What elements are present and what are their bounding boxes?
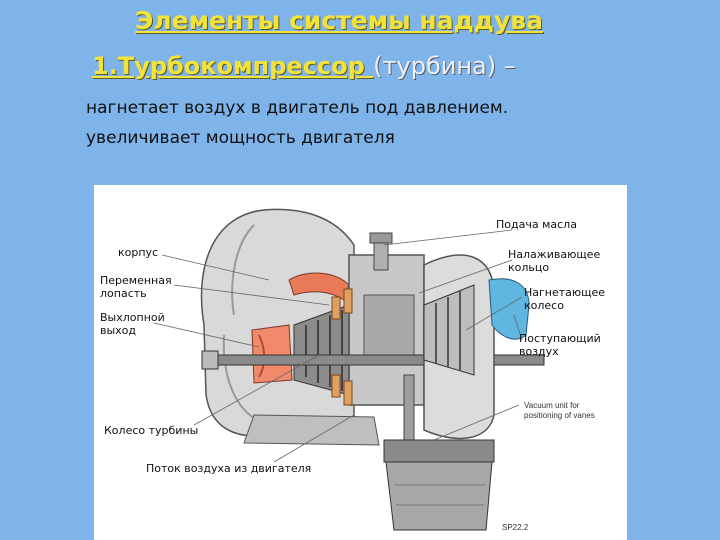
label-compressor-wheel: Нагнетающее колесо	[524, 286, 605, 312]
turbocharger-paren: (турбина) –	[373, 52, 516, 80]
label-turbine-wheel: Колесо турбины	[104, 424, 198, 437]
label-incoming-air: Поступающий воздух	[519, 332, 601, 358]
description-line-2: увеличивает мощность двигателя	[86, 128, 395, 148]
label-variable-vane: Переменная лопасть	[100, 274, 172, 300]
turbocharger-name: 1.Турбокомпрессор	[92, 52, 373, 80]
figure-code: SP22.2	[502, 523, 528, 533]
label-engine-airflow: Поток воздуха из двигателя	[146, 462, 311, 475]
slide-title: Элементы системы наддува	[135, 6, 543, 35]
label-vacuum-unit: Vacuum unit for positioning of vanes	[524, 401, 595, 421]
label-adjusting-ring: Налаживающее кольцо	[508, 248, 600, 274]
label-exhaust-outlet: Выхлопной выход	[100, 311, 165, 337]
turbocharger-diagram: Подача масла корпус Налаживающее кольцо …	[94, 185, 627, 540]
slide-subtitle: 1.Турбокомпрессор (турбина) –	[92, 52, 516, 80]
label-housing: корпус	[118, 246, 158, 259]
description-line-1: нагнетает воздух в двигатель под давлени…	[86, 98, 508, 118]
label-oil-supply: Подача масла	[496, 218, 577, 231]
turbocharger-illustration	[94, 185, 627, 540]
